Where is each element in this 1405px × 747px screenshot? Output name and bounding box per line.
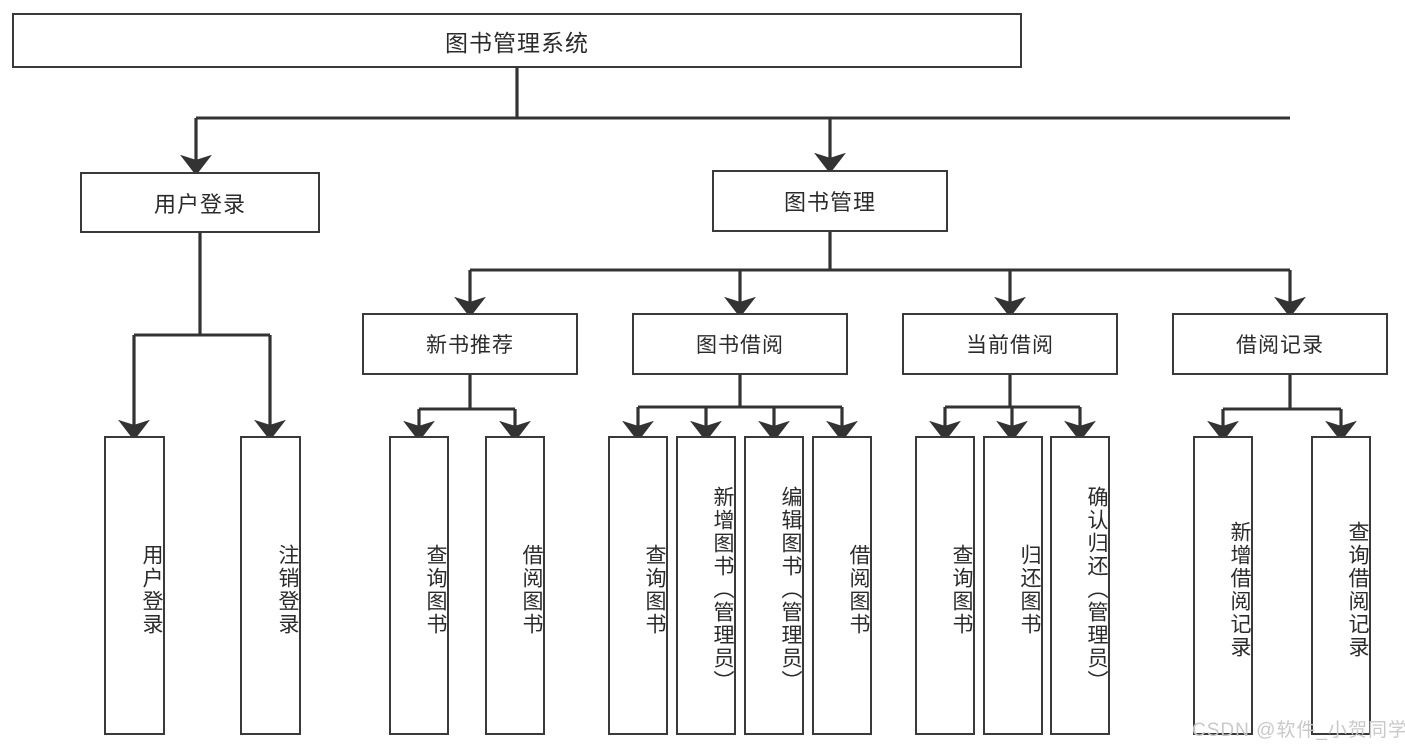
leaf-edit-book-admin[interactable]: 编辑图书（管理员） (744, 436, 804, 735)
leaf-query-book-recommend[interactable]: 查询图书 (389, 436, 449, 735)
node-borrow-record[interactable]: 借阅记录 (1172, 313, 1388, 375)
node-new-book-recommend[interactable]: 新书推荐 (362, 313, 578, 375)
leaf-return-book[interactable]: 归还图书 (983, 436, 1043, 735)
leaf-borrow-book[interactable]: 借阅图书 (812, 436, 872, 735)
leaf-confirm-return-admin[interactable]: 确认归还（管理员） (1050, 436, 1110, 735)
node-book-management[interactable]: 图书管理 (712, 170, 948, 232)
leaf-user-login[interactable]: 用户登录 (104, 436, 165, 735)
leaf-query-book-borrow[interactable]: 查询图书 (608, 436, 668, 735)
leaf-add-borrow-record[interactable]: 新增借阅记录 (1193, 436, 1253, 735)
node-current-borrow[interactable]: 当前借阅 (902, 313, 1118, 375)
leaf-add-book-admin[interactable]: 新增图书（管理员） (676, 436, 736, 735)
leaf-query-book-current[interactable]: 查询图书 (915, 436, 975, 735)
watermark: CSDN @软件_小贺同学 (1192, 720, 1405, 741)
leaf-query-borrow-record[interactable]: 查询借阅记录 (1311, 436, 1371, 735)
node-root[interactable]: 图书管理系统 (12, 13, 1022, 68)
leaf-borrow-book-recommend[interactable]: 借阅图书 (485, 436, 545, 735)
node-book-borrow[interactable]: 图书借阅 (632, 313, 848, 375)
node-user-login[interactable]: 用户登录 (80, 172, 320, 233)
leaf-logout[interactable]: 注销登录 (240, 436, 301, 735)
